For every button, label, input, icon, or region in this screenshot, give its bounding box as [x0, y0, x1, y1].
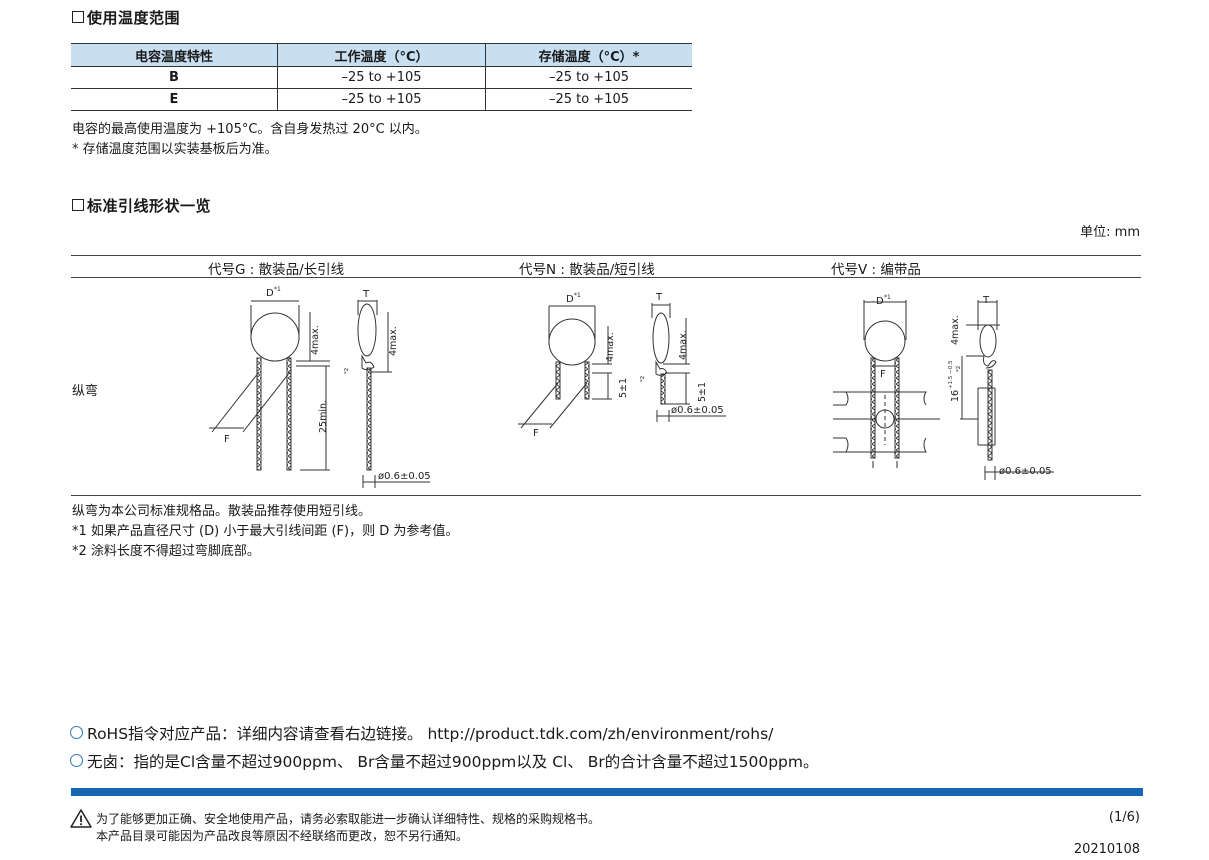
row-label-vertical-kink: 纵弯 — [72, 384, 99, 399]
svg-text:25min.: 25min. — [318, 400, 329, 433]
svg-text:*1: *1 — [574, 292, 581, 299]
table-header: 存储温度（°C）* — [485, 43, 692, 67]
note-max-temp: 电容的最高使用温度为 +105°C。含自身发热过 20°C 以内。 — [72, 122, 428, 137]
svg-text:T: T — [982, 295, 990, 306]
diagram-v-labels: D *1 F T 4max. 16 +1.5 −0.5 *2 ø0.6±0.05 — [876, 294, 1052, 477]
svg-text:4max.: 4max. — [310, 325, 321, 355]
capacitor-disc-n-front — [548, 318, 596, 366]
section-title-temperature: 使用温度范围 — [72, 7, 180, 28]
table-header: 电容温度特性 — [71, 43, 278, 67]
variant-header-n: 代号N : 散装品/短引线 — [519, 262, 655, 278]
capacitor-disc-v-front — [864, 320, 906, 362]
note-standard: 纵弯为本公司标准规格品。散装品推荐使用短引线。 — [72, 504, 372, 519]
svg-text:5±1: 5±1 — [697, 382, 708, 402]
svg-text:+1.5 −0.5: +1.5 −0.5 — [948, 360, 954, 389]
circle-bullet-icon — [70, 754, 83, 767]
variant-header-g: 代号G : 散装品/长引线 — [208, 262, 345, 278]
section-title-lead-forms: 标准引线形状一览 — [72, 195, 211, 216]
capacitor-disc-n-side — [652, 312, 670, 364]
warning-icon — [70, 809, 92, 828]
svg-text:4max.: 4max. — [950, 315, 961, 345]
diagram-n-labels: D *1 F T 4max. 4max. 5±1 5±1 *2 ø0.6±0.0… — [533, 292, 724, 439]
variant-header-v: 代号V : 编带品 — [831, 262, 921, 278]
table-header-row: 电容温度特性 工作温度（°C） 存储温度（°C）* — [71, 43, 692, 67]
checkbox-square-icon — [72, 199, 84, 211]
svg-text:D: D — [266, 288, 274, 299]
svg-text:*2: *2 — [956, 366, 962, 372]
table-cell: –25 to +105 — [485, 66, 692, 89]
unit-label: 单位: mm — [1080, 225, 1140, 240]
svg-text:D: D — [566, 294, 574, 305]
svg-text:D: D — [876, 296, 884, 307]
capacitor-disc-g-front — [250, 312, 300, 362]
lead-form-drawings: D *1 F T 4max. 4max. 25min. *2 ø0.6±0.05 — [209, 286, 1054, 488]
note-footnote-1: *1 如果产品直径尺寸 (D) 小于最大引线间距 (F)，则 D 为参考值。 — [72, 524, 459, 539]
diagram-g — [209, 300, 430, 488]
divider — [71, 277, 1141, 278]
svg-text:16: 16 — [950, 390, 961, 402]
table-cell: –25 to +105 — [277, 88, 486, 111]
svg-text:T: T — [362, 289, 370, 300]
svg-text:*1: *1 — [274, 286, 281, 293]
svg-text:T: T — [655, 292, 663, 303]
temperature-table: 电容温度特性 工作温度（°C） 存储温度（°C）* B –25 to +105 … — [71, 43, 692, 111]
svg-text:F: F — [880, 369, 886, 380]
svg-text:4max.: 4max. — [605, 332, 616, 362]
circle-bullet-icon — [70, 726, 83, 739]
divider — [71, 495, 1141, 496]
capacitor-disc-g-side — [357, 303, 377, 357]
table-cell: –25 to +105 — [485, 88, 692, 111]
rohs-line: RoHS指令对应产品：详细内容请查看右边链接。 http://product.t… — [70, 722, 773, 744]
checkbox-square-icon — [72, 11, 84, 23]
halogen-free-line: 无卤：指的是Cl含量不超过900ppm、 Br含量不超过900ppm以及 Cl、… — [70, 750, 819, 772]
note-storage: * 存储温度范围以实装基板后为准。 — [72, 142, 278, 157]
svg-text:*2: *2 — [640, 376, 646, 382]
diagram-n — [518, 303, 726, 429]
svg-text:5±1: 5±1 — [618, 378, 629, 398]
page-number: (1/6) — [1108, 810, 1140, 825]
note-footnote-2: *2 涂料长度不得超过弯脚底部。 — [72, 544, 260, 559]
svg-text:*2: *2 — [344, 368, 350, 374]
diagram-v — [833, 300, 1054, 480]
footer-warning-line2: 本产品目录可能因为产品改良等原因不经联络而更改，恕不另行通知。 — [96, 829, 469, 843]
svg-text:4max.: 4max. — [388, 326, 399, 356]
svg-text:ø0.6±0.05: ø0.6±0.05 — [671, 405, 724, 416]
svg-text:ø0.6±0.05: ø0.6±0.05 — [378, 471, 431, 482]
table-row: B –25 to +105 –25 to +105 — [71, 66, 692, 89]
svg-text:ø0.6±0.05: ø0.6±0.05 — [999, 466, 1052, 477]
footer-warning-line1: 为了能够更加正确、安全地使用产品，请务必索取能进一步确认详细特性、规格的采购规格… — [96, 812, 601, 826]
document-date: 20210108 — [1073, 842, 1140, 857]
svg-text:4max.: 4max. — [678, 330, 689, 360]
svg-text:F: F — [224, 434, 230, 445]
svg-text:*1: *1 — [884, 294, 891, 301]
diagram-g-labels: D *1 F T 4max. 4max. 25min. *2 ø0.6±0.05 — [224, 286, 431, 482]
table-row: E –25 to +105 –25 to +105 — [71, 88, 692, 111]
table-cell: B — [71, 66, 278, 89]
divider — [71, 255, 1141, 256]
footer-bar — [71, 788, 1143, 796]
table-cell: E — [71, 88, 278, 111]
svg-text:F: F — [533, 428, 539, 439]
table-header: 工作温度（°C） — [277, 43, 486, 67]
table-cell: –25 to +105 — [277, 66, 486, 89]
capacitor-disc-v-side — [979, 324, 997, 358]
